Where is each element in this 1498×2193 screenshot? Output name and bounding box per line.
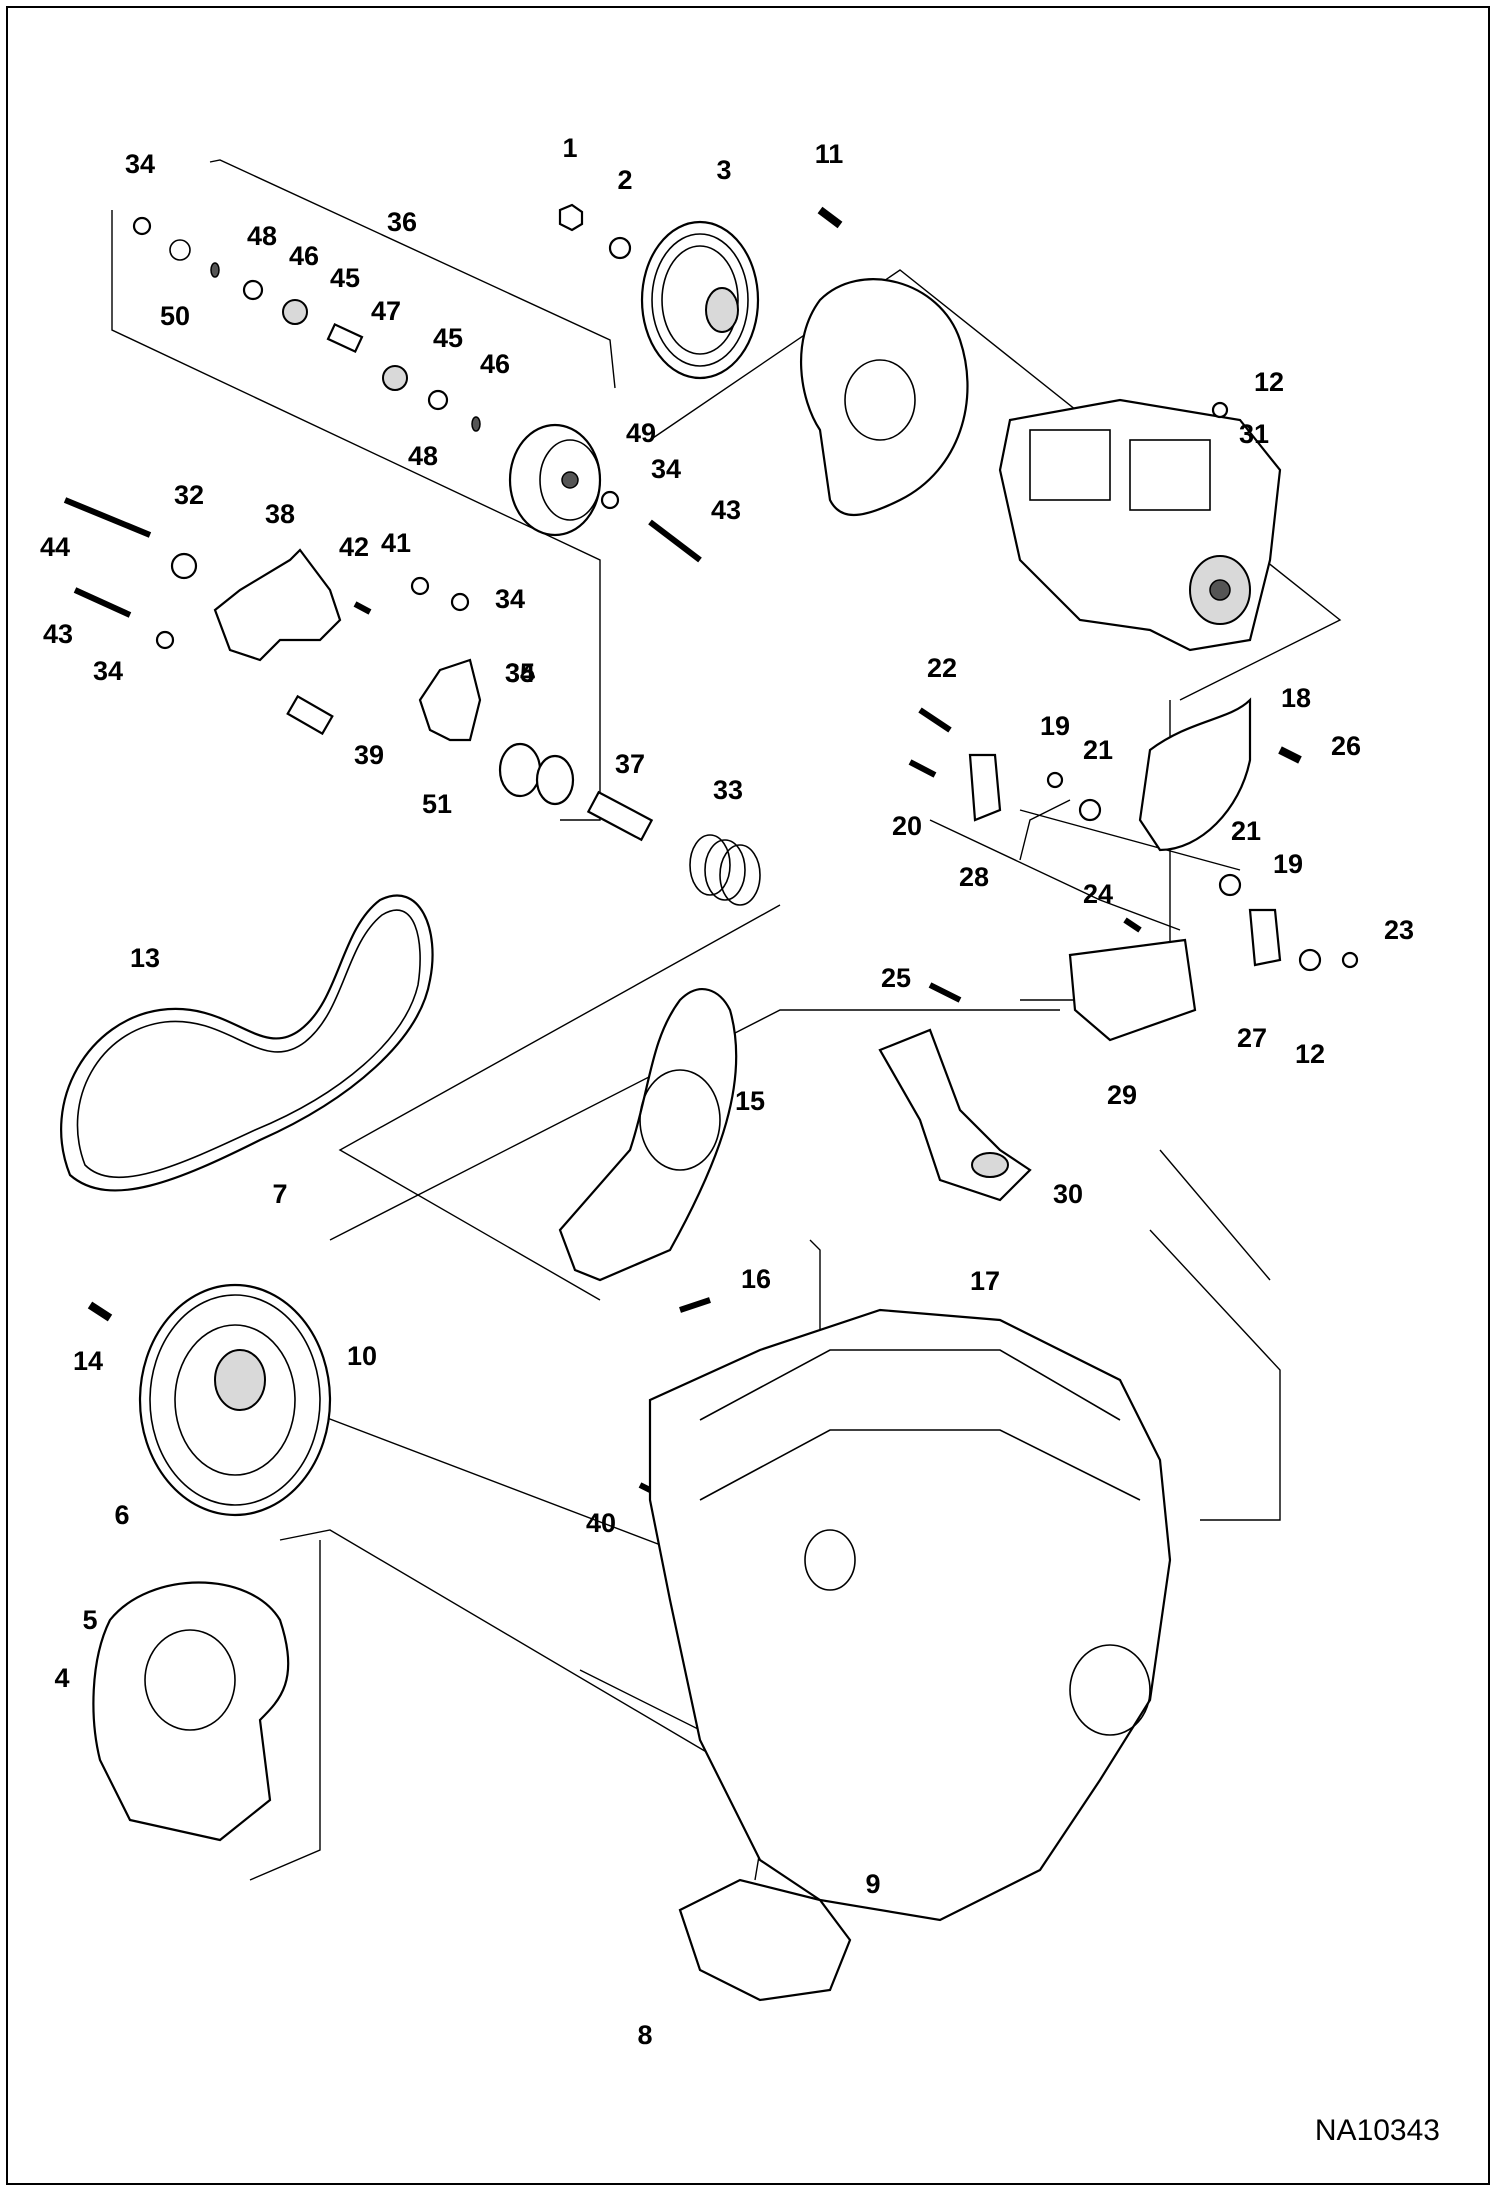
callout: 46 (289, 241, 319, 271)
flywheel (138, 1283, 332, 1517)
callout: 25 (881, 963, 911, 993)
nuts (155, 203, 1359, 972)
callout: 31 (1239, 419, 1269, 449)
callout: 5 (82, 1605, 97, 1635)
torsion-spring (689, 834, 761, 906)
callout: 7 (272, 1179, 287, 1209)
callout: 43 (43, 619, 73, 649)
callout: 37 (615, 749, 645, 779)
callout: 34 (125, 149, 155, 179)
callout: 4 (54, 1663, 69, 1693)
callout: 39 (354, 740, 384, 770)
callout: 40 (586, 1508, 616, 1538)
callout: 41 (381, 528, 411, 558)
callout: 24 (1083, 879, 1113, 909)
callout: 46 (480, 349, 510, 379)
mount-plate-29 (1068, 938, 1197, 1042)
callout-labels: 1 2 3 4 5 6 7 8 9 10 11 12 12 13 14 15 1… (40, 133, 1414, 2050)
callout: 2 (617, 165, 632, 195)
callout: 20 (892, 811, 922, 841)
engine-support-bracket (558, 988, 738, 1282)
callout: 51 (422, 789, 452, 819)
mount-bracket-18 (1138, 697, 1252, 852)
callout: 33 (713, 775, 743, 805)
callout: 34 (651, 454, 681, 484)
callout: 18 (1281, 683, 1311, 713)
callout: 34 (495, 584, 525, 614)
callout: 44 (40, 532, 70, 562)
callout: 34 (93, 656, 123, 686)
mount-bracket-27 (1248, 908, 1282, 967)
tensioner-idler (498, 742, 575, 806)
callout: 45 (433, 323, 463, 353)
callout: 13 (130, 943, 160, 973)
callout: 1 (562, 133, 577, 163)
callout: 26 (1331, 731, 1361, 761)
callout: 27 (1237, 1023, 1267, 1053)
starter-motor (678, 1878, 852, 2002)
callout: 3 (716, 155, 731, 185)
front-cover-plate (799, 278, 969, 517)
callout: 48 (408, 441, 438, 471)
callout: 28 (959, 862, 989, 892)
callout: 29 (1107, 1080, 1137, 1110)
spacer-tube (586, 790, 654, 842)
spacer-sleeve (286, 694, 334, 736)
crankshaft-pulley (640, 220, 760, 380)
callout: 35 (505, 658, 535, 688)
callout: 11 (815, 139, 844, 169)
callout: 38 (265, 499, 295, 529)
callout: 32 (174, 480, 204, 510)
engine-mount-30 (878, 1028, 1032, 1202)
callout: 12 (1295, 1039, 1325, 1069)
callout: 17 (970, 1266, 1000, 1296)
callout: 50 (160, 301, 190, 331)
bearing-washers (132, 216, 620, 510)
callout: 34 (505, 658, 535, 688)
callout: 21 (1083, 735, 1113, 765)
callout: 42 (339, 532, 369, 562)
idler-pulley (508, 423, 602, 537)
callout: 30 (1053, 1179, 1083, 1209)
callout: 12 (1254, 367, 1284, 397)
drawing-frame (6, 6, 1490, 2185)
callout: 8 (637, 2020, 652, 2050)
flywheel-housing (92, 1581, 290, 1842)
callout: 23 (1384, 915, 1414, 945)
callout: 9 (865, 1869, 880, 1899)
drawing-reference-code: NA10343 (1315, 2114, 1440, 2147)
callout: 6 (114, 1500, 129, 1530)
callout: 21 (1231, 816, 1261, 846)
callout: 14 (73, 1346, 103, 1376)
callout: 19 (1040, 711, 1070, 741)
callout: 19 (1273, 849, 1303, 879)
tensioner-arm (418, 658, 482, 742)
engine-block (648, 1308, 1172, 1922)
mount-bracket-28 (968, 753, 1002, 822)
callout: 15 (735, 1086, 765, 1116)
callout: 48 (247, 221, 277, 251)
callout: 16 (741, 1264, 771, 1294)
callout: 36 (387, 207, 417, 237)
tensioner-bracket (213, 548, 342, 662)
callout: 47 (371, 296, 401, 326)
drive-belt (60, 894, 434, 1192)
callout: 22 (927, 653, 957, 683)
hydraulic-pump (998, 398, 1282, 652)
callout: 45 (330, 263, 360, 293)
callout: 43 (711, 495, 741, 525)
callout: 10 (347, 1341, 377, 1371)
callout: 49 (626, 418, 656, 448)
